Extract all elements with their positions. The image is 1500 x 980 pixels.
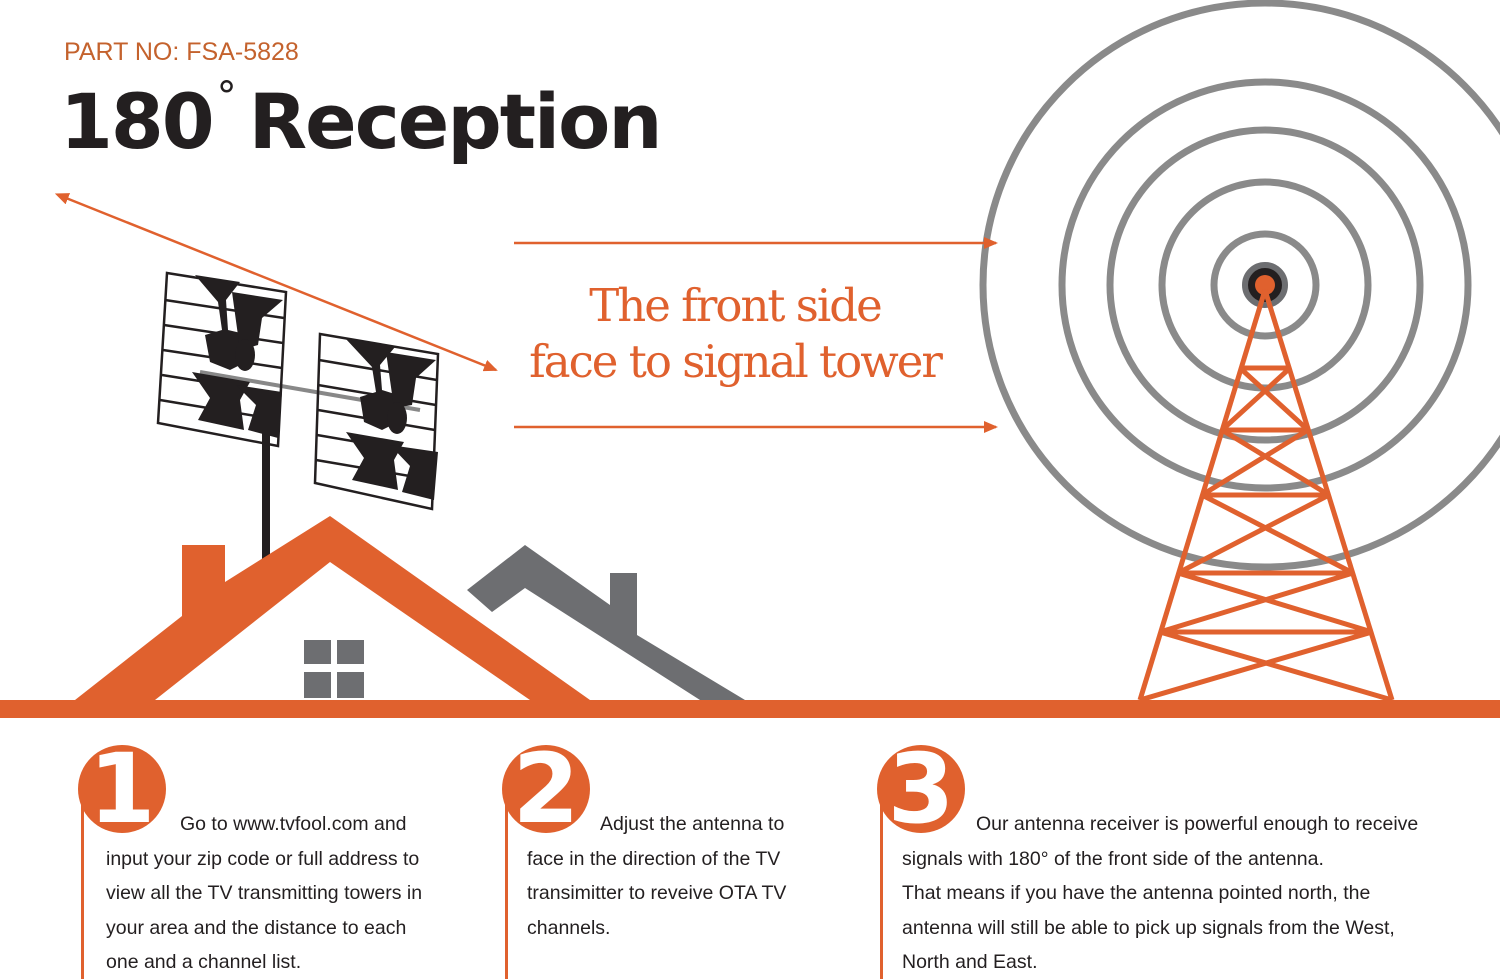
tagline-line-2: face to signal tower [529, 335, 943, 388]
step-line: That means if you have the antenna point… [902, 882, 1371, 904]
range-arrow [54, 193, 498, 372]
step-line: one and a channel list. [106, 951, 302, 973]
title-word: Reception [248, 77, 663, 166]
step-line: transimitter to reveive OTA TV [527, 882, 787, 904]
step-stem [880, 785, 883, 979]
step-line: signals with 180° of the front side of t… [902, 847, 1324, 870]
tower-icon [1137, 275, 1395, 703]
step-text: Adjust the antenna to face in the direct… [527, 807, 867, 945]
step-text: Go to www.tvfool.com and input your zip … [106, 807, 486, 980]
step-line: North and East. [902, 951, 1038, 973]
step-number: 1 [88, 733, 156, 845]
gray-roof-icon [467, 545, 745, 700]
step-number-circle [78, 745, 166, 833]
step-stem [505, 785, 508, 979]
step-stem [81, 785, 84, 979]
step-line: antenna will still be able to pick up si… [902, 916, 1395, 939]
ground-line [0, 700, 1500, 718]
step-line: view all the TV transmitting towers in [106, 882, 423, 904]
step-number: 3 [887, 733, 955, 845]
step-number: 2 [512, 733, 580, 845]
step-line: Go to www.tvfool.com and [180, 813, 407, 835]
degree-symbol: ° [216, 74, 237, 120]
house-window [304, 640, 364, 698]
tagline-line-1: The front side [589, 279, 882, 332]
step-number-circle [502, 745, 590, 833]
step-line: Our antenna receiver is powerful enough … [976, 813, 1419, 835]
step-line: your area and the distance to each [106, 916, 407, 939]
step-number-circle [877, 745, 965, 833]
step-line: input your zip code or full address to [106, 847, 420, 870]
antenna-mast [262, 420, 270, 580]
part-number: PART NO: FSA-5828 [64, 38, 299, 66]
step-text: Our antenna receiver is powerful enough … [902, 807, 1482, 980]
page-title: 180°Reception [60, 74, 663, 166]
signal-rings-icon [979, 0, 1500, 571]
step-line: face in the direction of the TV [527, 847, 781, 870]
tagline: The front side face to signal tower [520, 278, 950, 390]
title-number: 180 [60, 77, 215, 166]
step-line: Adjust the antenna to [600, 813, 785, 835]
step-line: channels. [527, 916, 611, 939]
antenna-icon [156, 271, 440, 511]
house-icon [75, 516, 590, 700]
